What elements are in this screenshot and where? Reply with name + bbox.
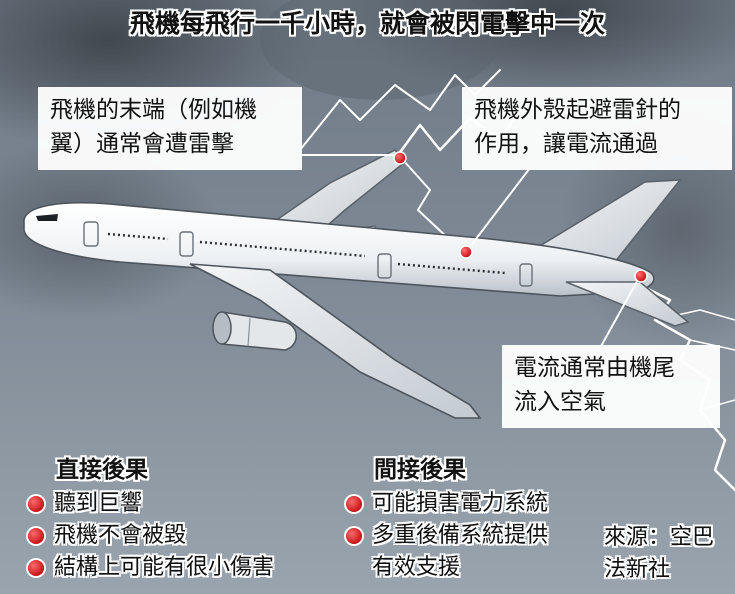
- doors: [83, 221, 533, 287]
- strike-point-fuselage: [459, 245, 473, 259]
- source-credit: 來源：空巴 法新社: [604, 522, 732, 586]
- callout-wingtip-line2: 翼）通常會遭雷擊: [50, 131, 234, 157]
- leader-lines: [300, 154, 641, 349]
- direct-consequences-title: 直接後果: [56, 457, 148, 483]
- list-item: 可能損害電力系統: [346, 488, 606, 520]
- bullet-icon: [28, 560, 44, 576]
- near-stabilizer: [565, 281, 690, 327]
- list-item: 飛機不會被毀: [28, 520, 348, 552]
- source-line1: 來源：空巴: [604, 525, 715, 550]
- callout-tail: 電流通常由機尾 流入空氣: [502, 345, 720, 428]
- fuselage: [23, 201, 655, 297]
- indirect-consequences-title: 間接後果: [374, 457, 466, 483]
- list-item-continuation: 有效支援: [372, 555, 461, 580]
- callout-wingtip: 飛機的末端（例如機 翼）通常會遭雷擊: [38, 87, 302, 170]
- list-item-text: 結構上可能有很小傷害: [54, 555, 275, 580]
- source-line2: 法新社: [604, 557, 671, 582]
- callout-fuselage-line2: 作用，讓電流通過: [474, 131, 658, 157]
- near-engine: [212, 311, 297, 351]
- passenger-windows: [107, 232, 506, 275]
- list-item: 聽到巨響: [28, 488, 348, 520]
- list-item-text: 飛機不會被毀: [54, 523, 187, 548]
- strike-point-wingtip: [393, 151, 407, 165]
- bullet-icon: [28, 496, 44, 512]
- list-item-text: 多重後備系統提供: [372, 523, 549, 548]
- callout-fuselage-line1: 飛機外殼起避雷針的: [474, 97, 681, 123]
- strike-point-tail: [634, 269, 648, 283]
- strike-points: [393, 151, 648, 283]
- headline: 飛機每飛行一千小時，就會被閃電擊中一次: [129, 9, 605, 38]
- bullet-icon: [346, 528, 362, 544]
- callout-wingtip-line1: 飛機的末端（例如機: [50, 97, 257, 123]
- list-item-text: 聽到巨響: [54, 491, 143, 516]
- direct-consequences: 直接後果 聽到巨響 飛機不會被毀 結構上可能有很小傷害: [28, 450, 348, 584]
- bullet-icon: [346, 496, 362, 512]
- bullet-icon: [28, 528, 44, 544]
- near-wing: [189, 263, 482, 419]
- list-item: 結構上可能有很小傷害: [28, 552, 348, 584]
- indirect-consequences: 間接後果 可能損害電力系統 多重後備系統提供 有效支援: [346, 450, 606, 584]
- list-item-text: 可能損害電力系統: [372, 491, 549, 516]
- callout-tail-line2: 流入空氣: [514, 389, 606, 415]
- cockpit-windows: [36, 214, 58, 221]
- callout-tail-line1: 電流通常由機尾: [514, 355, 675, 381]
- callout-fuselage: 飛機外殼起避雷針的 作用，讓電流通過: [462, 87, 732, 170]
- list-item: 多重後備系統提供: [346, 520, 606, 552]
